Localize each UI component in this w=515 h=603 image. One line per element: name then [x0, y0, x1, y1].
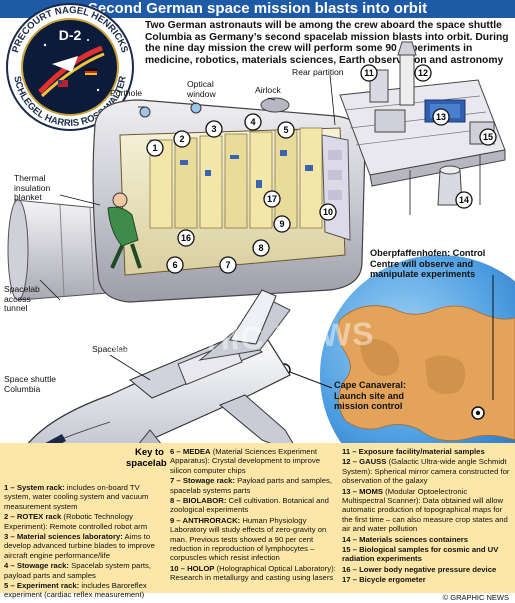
key-item-3: 3 – Material sciences laboratory: Aims t… — [4, 532, 155, 560]
page-title: Second German space mission blasts into … — [0, 0, 515, 18]
label-access-tunnel: Spacelab access tunnel — [4, 284, 40, 313]
marker-15: 15 — [479, 128, 497, 146]
marker-9: 9 — [273, 215, 291, 233]
key-column-2: 6 – MEDEA (Material Sciences Experiment … — [170, 447, 338, 584]
key-item-7: 7 – Stowage rack: Payload parts and samp… — [170, 476, 332, 495]
svg-text:10: 10 — [323, 207, 333, 217]
key-item-14: 14 – Materials sciences containers — [342, 534, 469, 544]
svg-text:8: 8 — [258, 243, 263, 253]
marker-10: 10 — [319, 203, 337, 221]
svg-text:9: 9 — [279, 219, 284, 229]
spacelab-key: Key to spacelab 1 – System rack: include… — [0, 443, 515, 599]
marker-4: 4 — [244, 113, 262, 131]
label-optical-window: Optical window — [187, 79, 216, 99]
label-shuttle: Space shuttle Columbia — [4, 374, 57, 394]
space-shuttle-columbia — [19, 289, 302, 471]
airlock-hatch — [260, 97, 290, 113]
spacelab-module — [92, 97, 366, 303]
marker-13: 13 — [432, 108, 450, 126]
svg-text:12: 12 — [418, 68, 428, 78]
svg-text:14: 14 — [459, 195, 469, 205]
marker-17: 17 — [263, 190, 281, 208]
marker-1: 1 — [146, 139, 164, 157]
mission-patch: D-2 PRECOURT NAGEL HENRICKS SCHLEGEL HAR… — [6, 3, 134, 131]
marker-2: 2 — [173, 130, 191, 148]
label-porthole: Porthole — [110, 88, 143, 98]
rack-number-markers: 1 2 3 4 5 6 7 8 9 10 11 12 13 14 15 16 1… — [146, 64, 497, 274]
key-item-8: 8 – BIOLABOR: Cell cultivation. Botanica… — [170, 496, 329, 515]
marker-12: 12 — [414, 64, 432, 82]
svg-text:11: 11 — [364, 68, 374, 78]
key-item-13: 13 – MOMS (Modular Optoelectronic Multis… — [342, 486, 508, 534]
label-thermal-blanket: Thermal insulation blanket — [14, 173, 51, 202]
key-item-10: 10 – HOLOP (Holographical Optical Labora… — [170, 563, 336, 583]
marker-3: 3 — [205, 120, 223, 138]
key-column-3: 11 – Exposure facility/material samples … — [342, 447, 512, 586]
key-item-11: 11 – Exposure facility/material samples — [342, 447, 485, 456]
label-cape-canaveral: Cape Canaveral: Launch site and mission … — [334, 380, 407, 411]
svg-text:5: 5 — [283, 125, 288, 135]
label-spacelab: Spacelab — [92, 344, 128, 354]
patch-center-text: D-2 — [59, 27, 82, 43]
marker-16: 16 — [177, 229, 195, 247]
svg-text:3: 3 — [211, 124, 216, 134]
svg-text:17: 17 — [267, 194, 277, 204]
label-airlock: Airlock — [255, 85, 281, 95]
marker-5: 5 — [277, 121, 295, 139]
svg-text:2: 2 — [179, 134, 184, 144]
spacelab-pallet — [339, 41, 506, 215]
key-item-1: 1 – System rack: includes on-board TV sy… — [4, 483, 149, 511]
intro-text: Two German astronauts will be among the … — [145, 20, 509, 66]
marker-7: 7 — [219, 256, 237, 274]
marker-6: 6 — [166, 256, 184, 274]
svg-text:1: 1 — [152, 143, 157, 153]
svg-text:13: 13 — [436, 112, 446, 122]
label-rear-partition: Rear partition — [292, 67, 344, 77]
key-title: Key to spacelab — [126, 447, 167, 469]
key-item-5: 5 – Experiment rack: includes Baroreflex… — [4, 581, 147, 600]
key-item-4: 4 – Stowage rack: Spacelab system parts,… — [4, 561, 151, 580]
key-item-15: 15 – Biological samples for cosmic and U… — [342, 545, 499, 564]
svg-text:6: 6 — [172, 260, 177, 270]
svg-text:7: 7 — [225, 260, 230, 270]
key-item-17: 17 – Bicycle ergometer — [342, 575, 426, 585]
key-item-2: 2 – ROTEX rack (Robotic Technology Exper… — [4, 512, 148, 531]
svg-text:15: 15 — [483, 132, 493, 142]
label-oberpfaffenhofen: Oberpfaffenhofen: Control Centre will ob… — [370, 248, 486, 279]
svg-text:16: 16 — [181, 233, 191, 243]
earth-globe — [320, 255, 515, 495]
marker-11: 11 — [360, 64, 378, 82]
key-column-1: 1 – System rack: includes on-board TV sy… — [4, 483, 166, 601]
svg-text:4: 4 — [250, 117, 255, 127]
marker-14: 14 — [455, 191, 473, 209]
key-item-16: 16 – Lower body negative pressure device — [342, 564, 497, 574]
key-item-12: 12 – GAUSS (Galactic Ultra-wide angle Sc… — [342, 457, 510, 486]
credit: © GRAPHIC NEWS — [442, 593, 509, 602]
marker-8: 8 — [252, 239, 270, 257]
astronaut-figure — [107, 192, 142, 269]
key-item-6: 6 – MEDEA (Material Sciences Experiment … — [170, 447, 320, 475]
key-item-9: 9 – ANTHRORACK: Human Physiology Laborat… — [170, 515, 327, 563]
